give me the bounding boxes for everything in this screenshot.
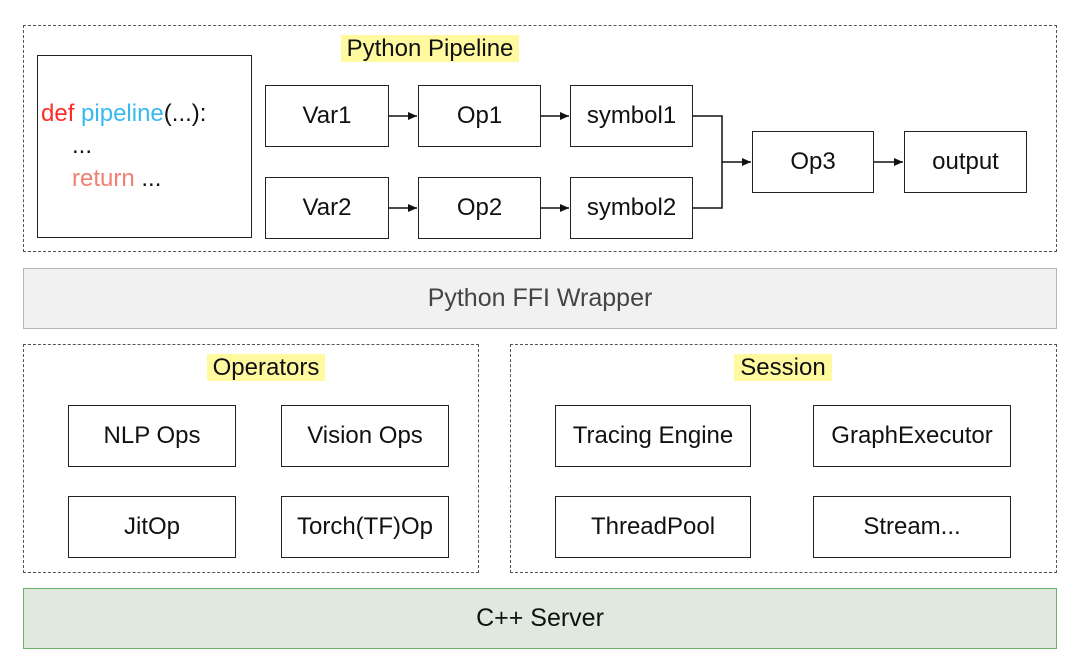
- return-value: ...: [141, 165, 162, 192]
- connector-symbol2: [693, 162, 723, 209]
- cpp-server-label: C++ Server: [476, 604, 604, 632]
- session-threadpool: ThreadPool: [555, 496, 751, 558]
- python-ffi-wrapper-label: Python FFI Wrapper: [427, 284, 653, 312]
- connector-symbol1: [693, 115, 723, 162]
- node-var1: Var1: [265, 85, 389, 147]
- cpp-server-band: C++ Server: [23, 588, 1057, 649]
- return-keyword: return: [72, 165, 135, 192]
- python-pipeline-title: Python Pipeline: [330, 34, 530, 64]
- python-ffi-wrapper-band: Python FFI Wrapper: [23, 268, 1057, 329]
- operator-torch-tf-op: Torch(TF)Op: [281, 496, 449, 558]
- node-output: output: [904, 131, 1027, 193]
- function-body: ...: [72, 132, 93, 159]
- session-title: Session: [683, 353, 883, 383]
- node-symbol1: symbol1: [570, 85, 693, 147]
- python-pipeline-group: [23, 25, 1057, 252]
- python-pipeline-title-label: Python Pipeline: [340, 35, 520, 62]
- operators-title: Operators: [166, 353, 366, 383]
- operators-title-label: Operators: [206, 354, 326, 381]
- session-title-label: Session: [734, 354, 832, 381]
- session-group: [510, 344, 1057, 573]
- node-op1: Op1: [418, 85, 541, 147]
- session-stream: Stream...: [813, 496, 1011, 558]
- function-name: pipeline: [81, 100, 164, 127]
- operators-group: [23, 344, 479, 573]
- session-graph-executor: GraphExecutor: [813, 405, 1011, 467]
- code-snippet-box: def pipeline(...): ... return ...: [37, 55, 252, 238]
- def-keyword: def: [41, 100, 75, 127]
- operator-nlp-ops: NLP Ops: [68, 405, 236, 467]
- node-op2: Op2: [418, 177, 541, 239]
- function-params: (...):: [163, 100, 207, 127]
- node-op3: Op3: [752, 131, 874, 193]
- session-tracing-engine: Tracing Engine: [555, 405, 751, 467]
- operator-vision-ops: Vision Ops: [281, 405, 449, 467]
- operator-jitop: JitOp: [68, 496, 236, 558]
- node-symbol2: symbol2: [570, 177, 693, 239]
- node-var2: Var2: [265, 177, 389, 239]
